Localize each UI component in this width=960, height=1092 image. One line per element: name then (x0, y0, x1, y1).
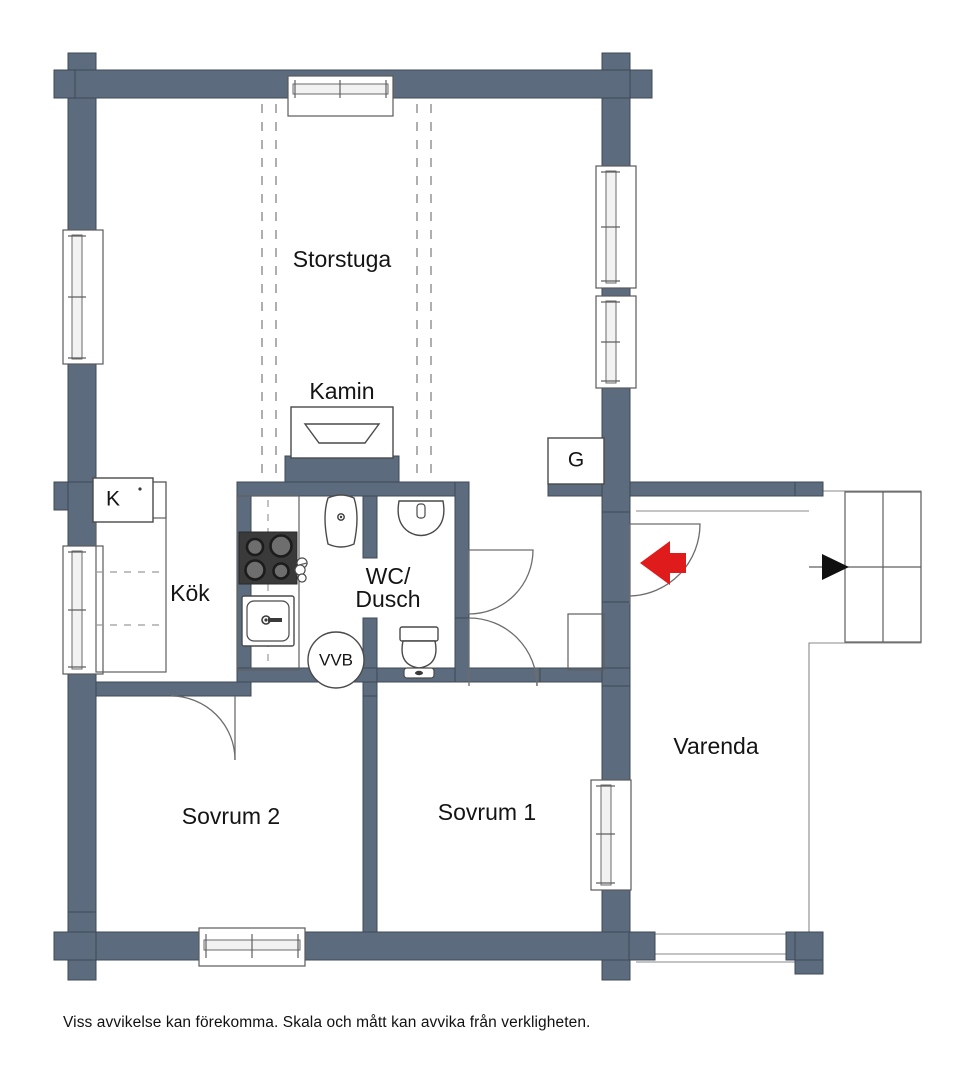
refrigerator-K (92, 477, 154, 523)
door-wc-swing (468, 549, 534, 615)
window-storstuga-left (62, 229, 104, 365)
stair-direction-arrow (822, 554, 849, 580)
door-sovrum1-swing (468, 617, 538, 687)
shower-floor-drain (324, 494, 358, 548)
interior-walls (95, 431, 631, 933)
wardrobe-G (547, 437, 605, 485)
fixture-label-wardrobe: G (568, 449, 584, 472)
fixture-label-fridge: K (106, 488, 120, 511)
room-label-sovrum2: Sovrum 2 (182, 803, 280, 829)
wc-toilet (399, 626, 439, 679)
water-heater-vvb (307, 631, 365, 689)
stove-cooktop (238, 531, 298, 585)
sovrum1-closet (567, 613, 605, 671)
room-label-wc-line2: Dusch (355, 586, 420, 612)
kamin-fireplace (290, 406, 394, 459)
entry-direction-arrow (640, 541, 686, 585)
veranda-outline (636, 490, 922, 963)
disclaimer-note: Viss avvikelse kan förekomma. Skala och … (63, 1014, 591, 1031)
room-label-kok: Kök (170, 580, 210, 606)
fixture-label-vvb: VVB (319, 650, 353, 669)
room-label-wc-line1: WC/ (366, 563, 411, 589)
window-storstuga-right-lower (595, 295, 637, 389)
window-sovrum2-bottom (198, 927, 306, 967)
kitchen-sink (241, 595, 295, 647)
window-kok-left (62, 545, 104, 675)
room-label-varenda: Varenda (673, 733, 758, 759)
storstuga-ceiling-beam-lines (261, 104, 432, 476)
room-label-sovrum1: Sovrum 1 (438, 799, 536, 825)
kitchen-faucet-icon (294, 557, 308, 583)
room-label-storstuga: Storstuga (293, 246, 392, 272)
window-sovrum1-right (590, 779, 632, 891)
door-sovrum2-swing (170, 695, 236, 761)
window-storstuga-top (287, 75, 394, 117)
fixture-label-kamin: Kamin (309, 378, 374, 404)
wash-basin (397, 500, 445, 537)
window-storstuga-right-upper (595, 165, 637, 289)
